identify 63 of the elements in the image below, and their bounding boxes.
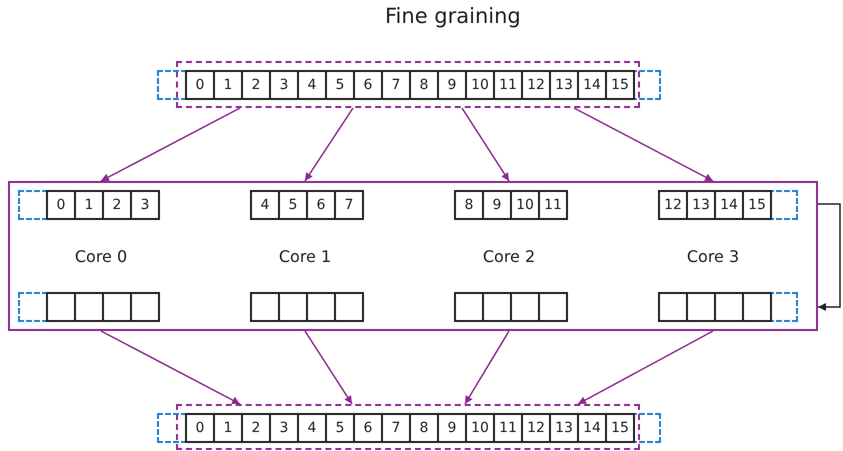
- array-index: 6: [306, 190, 336, 220]
- array-index: 8: [454, 190, 484, 220]
- array-index: 9: [437, 70, 467, 100]
- array-index: 14: [577, 70, 607, 100]
- array-index: 15: [605, 70, 635, 100]
- array-index: 11: [493, 413, 523, 443]
- array-index: 9: [437, 413, 467, 443]
- array-index: 11: [538, 190, 568, 220]
- array-index: 5: [325, 70, 355, 100]
- array-index: 10: [510, 190, 540, 220]
- array-index: 13: [549, 70, 579, 100]
- array-index: 11: [493, 70, 523, 100]
- core-group-frame: [8, 181, 818, 331]
- array-index: 1: [213, 70, 243, 100]
- array-index: 2: [102, 190, 132, 220]
- array-index: 7: [381, 70, 411, 100]
- arrow: [304, 330, 353, 404]
- arrow: [100, 107, 240, 182]
- arrow: [464, 330, 510, 404]
- array-index: 5: [278, 190, 308, 220]
- array-index: 13: [686, 190, 716, 220]
- core-label: Core 1: [278, 247, 332, 266]
- arrow: [304, 108, 354, 182]
- arrow: [100, 330, 240, 405]
- array-index: 4: [297, 413, 327, 443]
- array-index: 8: [409, 413, 439, 443]
- array-index: 10: [465, 70, 495, 100]
- arrow: [574, 107, 714, 182]
- core-label: Core 2: [482, 247, 536, 266]
- array-index: 0: [185, 70, 215, 100]
- diagram-title: Fine graining: [385, 4, 521, 28]
- arrow: [578, 330, 714, 405]
- array-index: 4: [250, 190, 280, 220]
- core-label: Core 0: [74, 247, 128, 266]
- array-index: 7: [381, 413, 411, 443]
- array-index: 0: [46, 190, 76, 220]
- array-index: 10: [465, 413, 495, 443]
- array-index: 6: [353, 413, 383, 443]
- array-index: 12: [521, 70, 551, 100]
- array-index: 0: [185, 413, 215, 443]
- array-index: 14: [714, 190, 744, 220]
- array-index: 1: [74, 190, 104, 220]
- array-index: 2: [241, 413, 271, 443]
- array-index: 3: [269, 413, 299, 443]
- array-index: 13: [549, 413, 579, 443]
- core-label: Core 3: [686, 247, 740, 266]
- array-index: 12: [658, 190, 688, 220]
- array-index: 3: [269, 70, 299, 100]
- array-index: 9: [482, 190, 512, 220]
- array-index: 5: [325, 413, 355, 443]
- array-index: 8: [409, 70, 439, 100]
- arrow: [818, 203, 841, 311]
- array-index: 4: [297, 70, 327, 100]
- array-index: 7: [334, 190, 364, 220]
- array-index: 1: [213, 413, 243, 443]
- array-index: 14: [577, 413, 607, 443]
- array-index: 2: [241, 70, 271, 100]
- array-index: 15: [605, 413, 635, 443]
- array-index: 15: [742, 190, 772, 220]
- array-index: 12: [521, 413, 551, 443]
- array-index: 3: [130, 190, 160, 220]
- array-index: 6: [353, 70, 383, 100]
- arrow: [461, 108, 510, 182]
